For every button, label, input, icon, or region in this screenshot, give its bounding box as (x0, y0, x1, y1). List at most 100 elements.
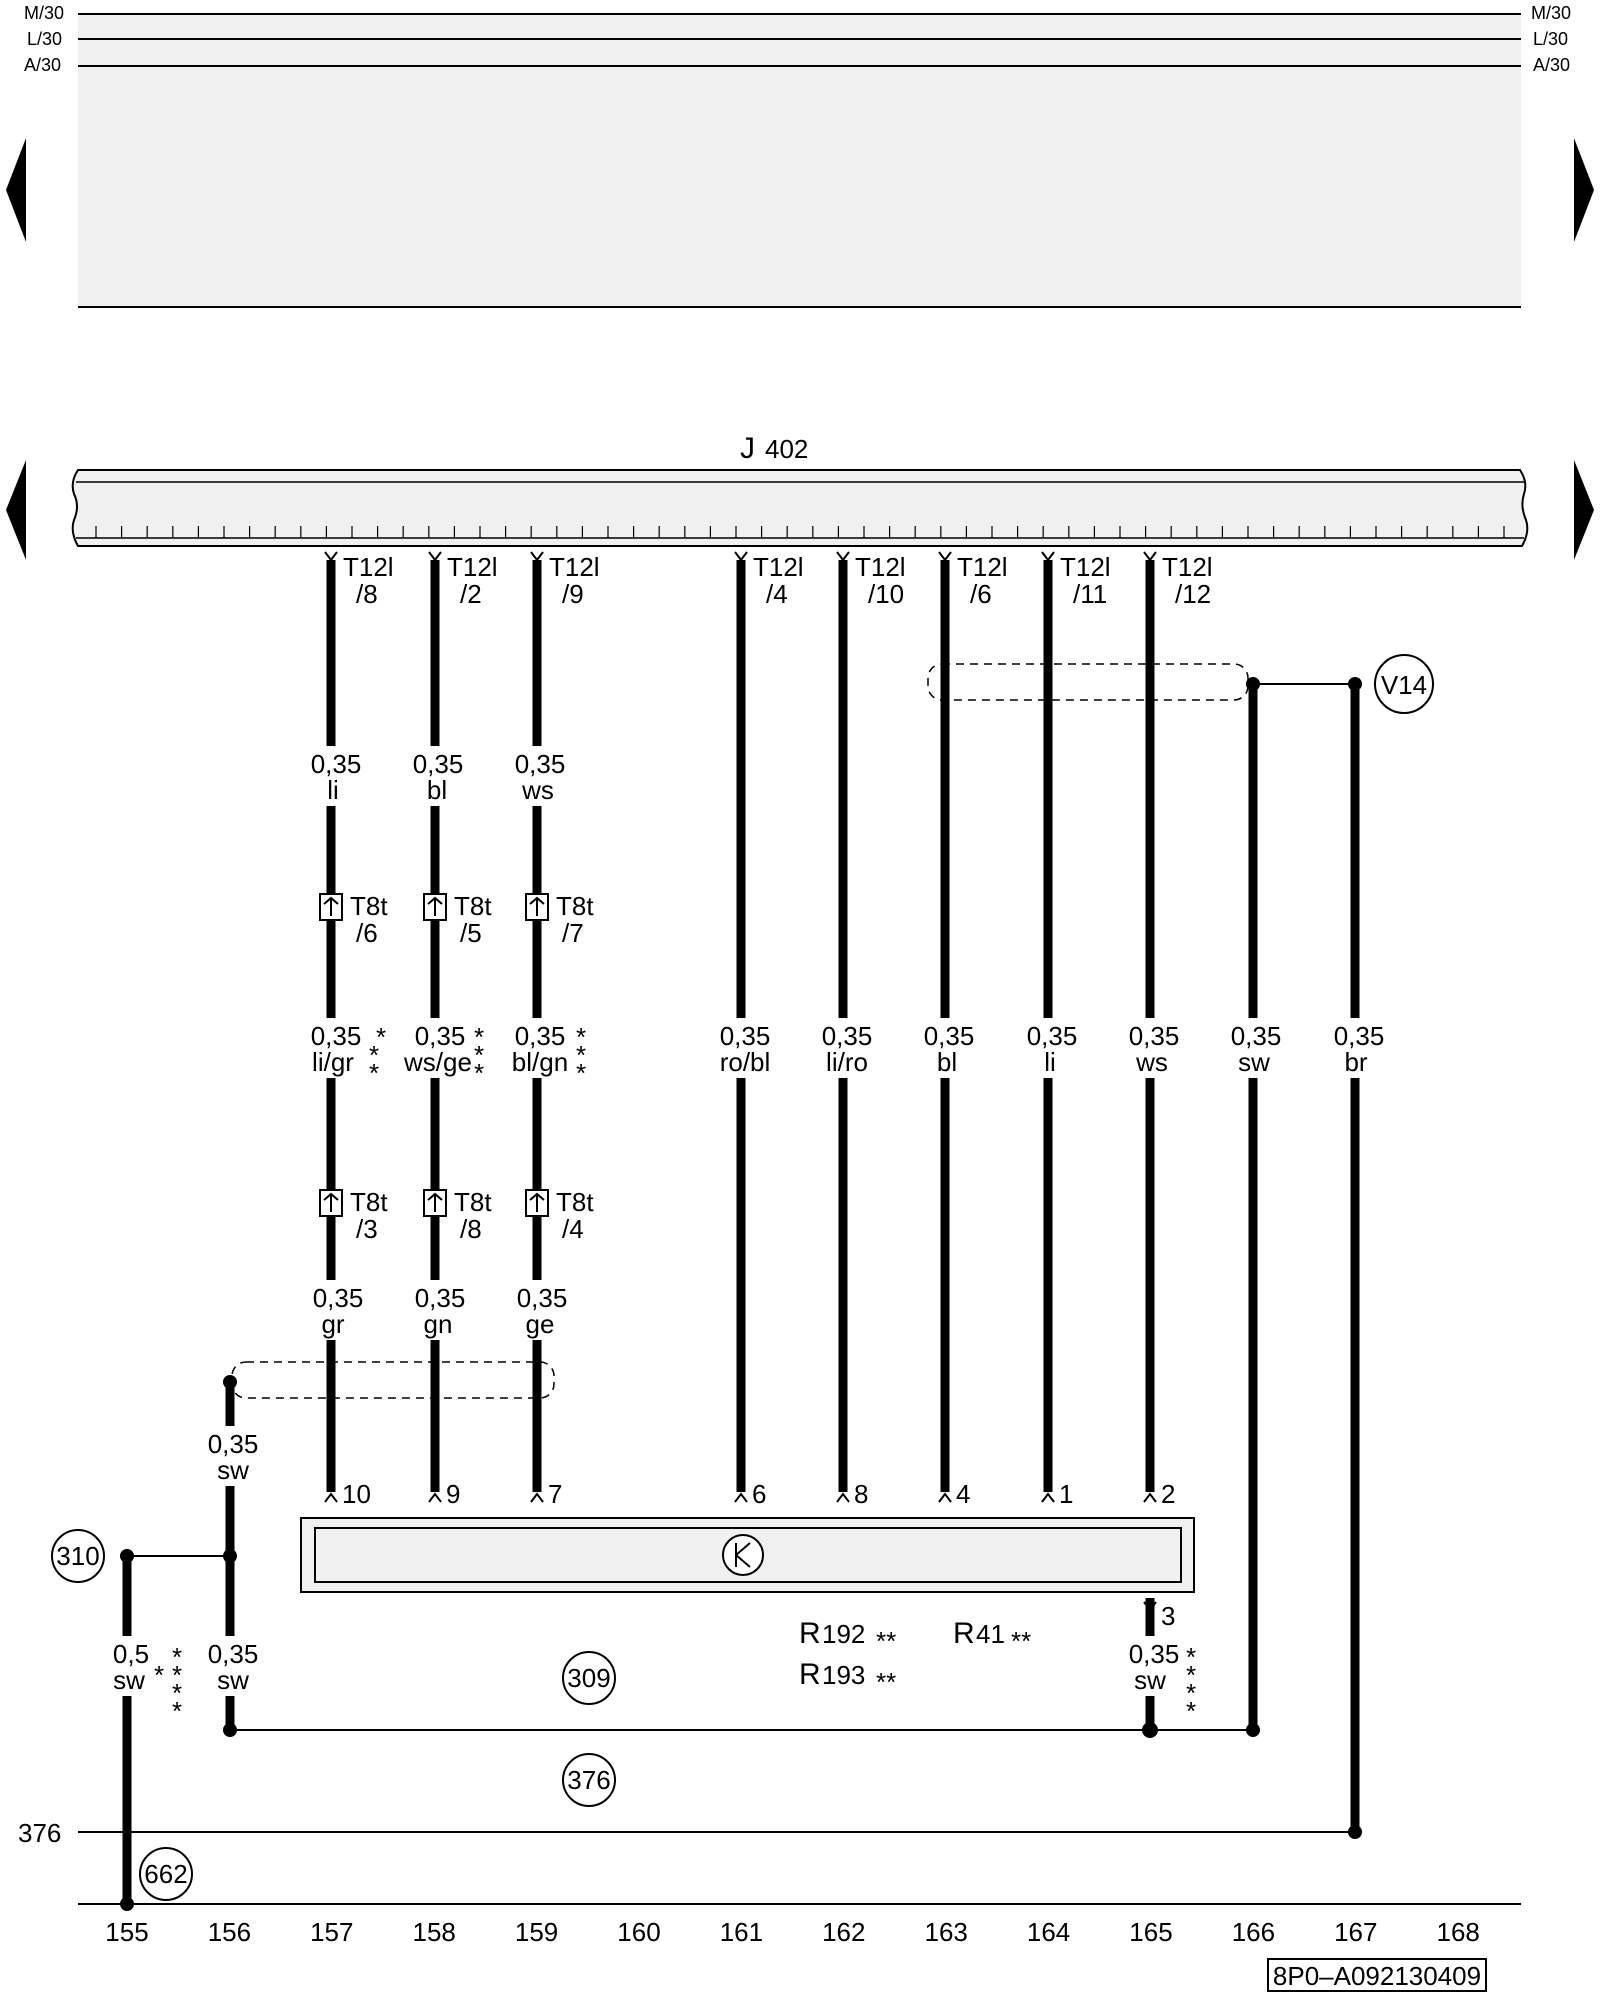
asterisk-icon: * (1186, 1660, 1196, 1690)
prev-page-arrow-icon[interactable] (6, 138, 26, 242)
svg-text:/8: /8 (460, 1214, 482, 1244)
wire-size: 0,35 (311, 1021, 362, 1051)
pin-conn-9: T12l (549, 552, 600, 582)
radio-pin-label: 7 (548, 1479, 562, 1509)
prev-arrow-lower-icon[interactable] (6, 460, 26, 560)
label-r192-sub: 192 (822, 1619, 865, 1649)
shield-lower (231, 1361, 555, 1399)
svg-text:/6: /6 (356, 918, 378, 948)
wire-color: li/ro (826, 1047, 868, 1077)
label-r193: R (799, 1658, 821, 1691)
radio-pin-label: 4 (956, 1479, 970, 1509)
svg-text:T8t: T8t (350, 1187, 388, 1217)
t8t-connector: T8t /6 (319, 891, 388, 948)
wire-labels: 0,35 li 0,35 bl 0,35 ws 0,35 li/gr 0,35 … (113, 749, 1384, 1695)
ref-circle-v14[interactable] (1374, 654, 1434, 714)
ref-label-310: 310 (56, 1541, 99, 1571)
speaker-labels: R 192 ** R 193 ** R 41 ** (799, 1617, 1031, 1697)
label-r192: R (799, 1617, 821, 1650)
ref-circle-309[interactable] (562, 1651, 616, 1705)
bus-label-a30-right: A/30 (1533, 55, 1570, 75)
ref-circle-310[interactable] (51, 1529, 105, 1583)
asterisk-icon: * (172, 1678, 182, 1708)
track-number: 162 (822, 1917, 865, 1947)
asterisk-icon: * (154, 1660, 164, 1690)
track-number: 155 (105, 1917, 148, 1947)
track-number: 160 (617, 1917, 660, 1947)
wire-color: ge (526, 1309, 555, 1339)
wire-size: 0,35 (515, 749, 566, 779)
wire-color: bl/gn (512, 1047, 568, 1077)
next-arrow-lower-icon[interactable] (1574, 460, 1594, 560)
svg-text:T8t: T8t (350, 891, 388, 921)
doc-code-label: 8P0–A092130409 (1273, 1961, 1481, 1991)
track-number: 156 (208, 1917, 251, 1947)
pin-conn-10: T12l (855, 552, 906, 582)
doc-code-box (1267, 1958, 1487, 1992)
wire-color: ro/bl (720, 1047, 771, 1077)
t8t-connector: T8t /5 (423, 891, 492, 948)
control-unit-body (71, 469, 1529, 547)
asterisk-icon: * (576, 1022, 586, 1052)
wire-label-gaps (100, 746, 1410, 1696)
wire-size: 0,35 (313, 1283, 364, 1313)
wire-size: 0,35 (311, 749, 362, 779)
track-number: 164 (1027, 1917, 1070, 1947)
ref-circle-376[interactable] (562, 1753, 616, 1807)
radio-pin-label: 10 (342, 1479, 371, 1509)
ref-circle-662[interactable] (139, 1847, 193, 1901)
wire-color: bl (937, 1047, 957, 1077)
pin-group-2: T12l /2 (428, 551, 498, 609)
wire-color: bl (427, 775, 447, 805)
asterisk-icon: * (369, 1058, 379, 1088)
wire-size: 0,35 (720, 1021, 771, 1051)
bus-background (78, 14, 1521, 307)
svg-text:/4: /4 (562, 1214, 584, 1244)
wire-color: ws/ge (403, 1047, 472, 1077)
next-page-arrow-icon[interactable] (1574, 138, 1594, 242)
wire-size: 0,35 (1129, 1639, 1180, 1669)
wire-size: 0,35 (208, 1639, 259, 1669)
wire-size: 0,35 (515, 1021, 566, 1051)
asterisk-icon: * (474, 1022, 484, 1052)
radio-pin-label: 2 (1161, 1479, 1175, 1509)
svg-text:T8t: T8t (556, 1187, 594, 1217)
asterisk-icon: * (369, 1040, 379, 1070)
bus-label-m30-right: M/30 (1531, 3, 1571, 23)
pin-conn-4: T12l (753, 552, 804, 582)
reference-circles: 310 309 376 662 376 (18, 1529, 616, 1901)
track-number: 165 (1129, 1917, 1172, 1947)
ref-label-376-left: 376 (18, 1818, 61, 1848)
bus-label-l30-right: L/30 (1533, 29, 1568, 49)
pin-num-11: /11 (1073, 579, 1107, 609)
pin-group-8: T12l /8 (324, 551, 394, 609)
wire-size: 0,35 (822, 1021, 873, 1051)
asterisk-icon: * (376, 1022, 386, 1052)
label-r41-sub: 41 (976, 1619, 1005, 1649)
wire-size: 0,35 (413, 749, 464, 779)
wire-color: br (1344, 1047, 1367, 1077)
pin-num-8: /8 (356, 579, 378, 609)
ref-label-662: 662 (144, 1859, 187, 1889)
asterisk-icon: * (172, 1642, 182, 1672)
pin-conn-11: T12l (1060, 552, 1111, 582)
pin-group-6: T12l /6 (938, 551, 1008, 609)
radio-pin-label: 8 (854, 1479, 868, 1509)
pin-num-10: /10 (868, 579, 904, 609)
antenna-icon (722, 1534, 764, 1576)
track-number: 161 (720, 1917, 763, 1947)
control-unit-ticks (95, 526, 1505, 538)
asterisk-icon: * (576, 1040, 586, 1070)
wire-size: 0,35 (1334, 1021, 1385, 1051)
label-r41: R (953, 1617, 975, 1650)
footnote-asterisks: * * * * * * * * * * * * * * * * * * (154, 1022, 1196, 1726)
wire-size: 0,35 (415, 1283, 466, 1313)
bus-label-m30-left: M/30 (24, 3, 64, 23)
ref-label-v14: V14 (1381, 670, 1427, 700)
wire-color: gn (424, 1309, 453, 1339)
component-label-j: J (740, 432, 755, 465)
radio-pin-label: 6 (752, 1479, 766, 1509)
bus-label-l30-left: L/30 (27, 29, 62, 49)
